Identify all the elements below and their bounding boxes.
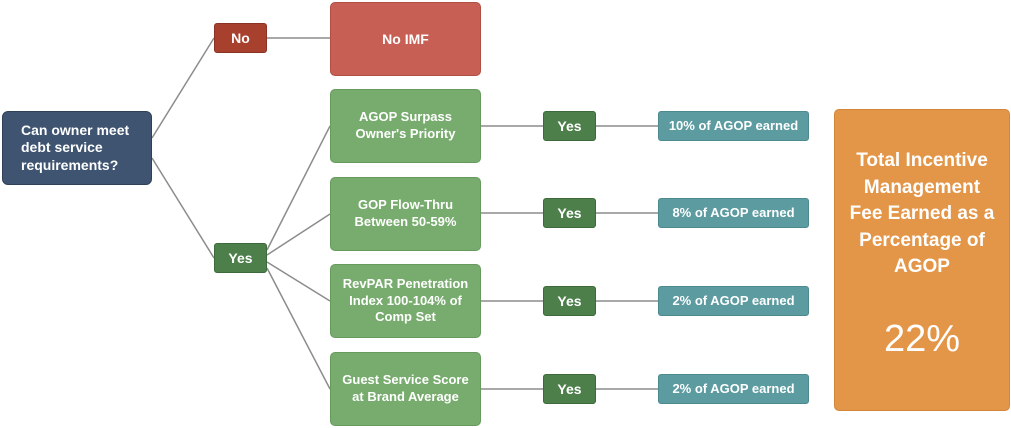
connector-question-no: [151, 37, 215, 139]
criterion-answer-text: Yes: [557, 204, 582, 221]
criterion-text: AGOP Surpass Owner's Priority: [355, 109, 456, 141]
answer-yes-text: Yes: [228, 249, 253, 266]
criterion-text: Guest Service Score at Brand Average: [342, 372, 469, 404]
connector-yes-criterion-1: [266, 125, 331, 251]
result-text: 10% of AGOP earned: [668, 117, 799, 133]
criterion-node-gop-flow-thru: GOP Flow-Thru Between 50-59%: [330, 177, 481, 251]
criterion-answer-node: Yes: [543, 198, 596, 228]
question-node: Can owner meet debt service requirements…: [2, 111, 152, 185]
result-text: 2% of AGOP earned: [672, 292, 795, 308]
no-imf-text: No IMF: [382, 30, 429, 47]
total-value: 22%: [883, 317, 961, 360]
result-node: 2% of AGOP earned: [658, 286, 809, 316]
answer-yes-node: Yes: [214, 243, 267, 273]
criterion-answer-text: Yes: [557, 292, 582, 309]
no-imf-node: No IMF: [330, 2, 481, 76]
criterion-text: GOP Flow-Thru Between 50-59%: [354, 197, 457, 229]
result-text: 8% of AGOP earned: [672, 204, 795, 220]
connector-yes-criterion-2: [266, 213, 331, 256]
criterion-answer-node: Yes: [543, 374, 596, 404]
connector-yes-criterion-3: [266, 261, 331, 302]
criterion-answer-node: Yes: [543, 111, 596, 141]
question-text: Can owner meet debt service requirements…: [21, 121, 130, 173]
criterion-node-revpar-index: RevPAR Penetration Index 100-104% of Com…: [330, 264, 481, 338]
result-node: 2% of AGOP earned: [658, 374, 809, 404]
total-label: Total Incentive Management Fee Earned as…: [849, 150, 995, 278]
criterion-answer-text: Yes: [557, 380, 582, 397]
answer-no-node: No: [214, 23, 267, 53]
criterion-answer-node: Yes: [543, 286, 596, 316]
total-imf-panel: Total Incentive Management Fee Earned as…: [834, 109, 1010, 411]
connector-yes-criterion-4: [266, 267, 331, 390]
criterion-text: RevPAR Penetration Index 100-104% of Com…: [342, 275, 469, 325]
criterion-node-guest-service: Guest Service Score at Brand Average: [330, 352, 481, 426]
result-node: 10% of AGOP earned: [658, 111, 809, 141]
criterion-node-agop-priority: AGOP Surpass Owner's Priority: [330, 89, 481, 163]
result-text: 2% of AGOP earned: [672, 380, 795, 396]
criterion-answer-text: Yes: [557, 117, 582, 134]
result-node: 8% of AGOP earned: [658, 198, 809, 228]
connector-question-yes: [151, 157, 215, 259]
answer-no-text: No: [231, 29, 250, 46]
